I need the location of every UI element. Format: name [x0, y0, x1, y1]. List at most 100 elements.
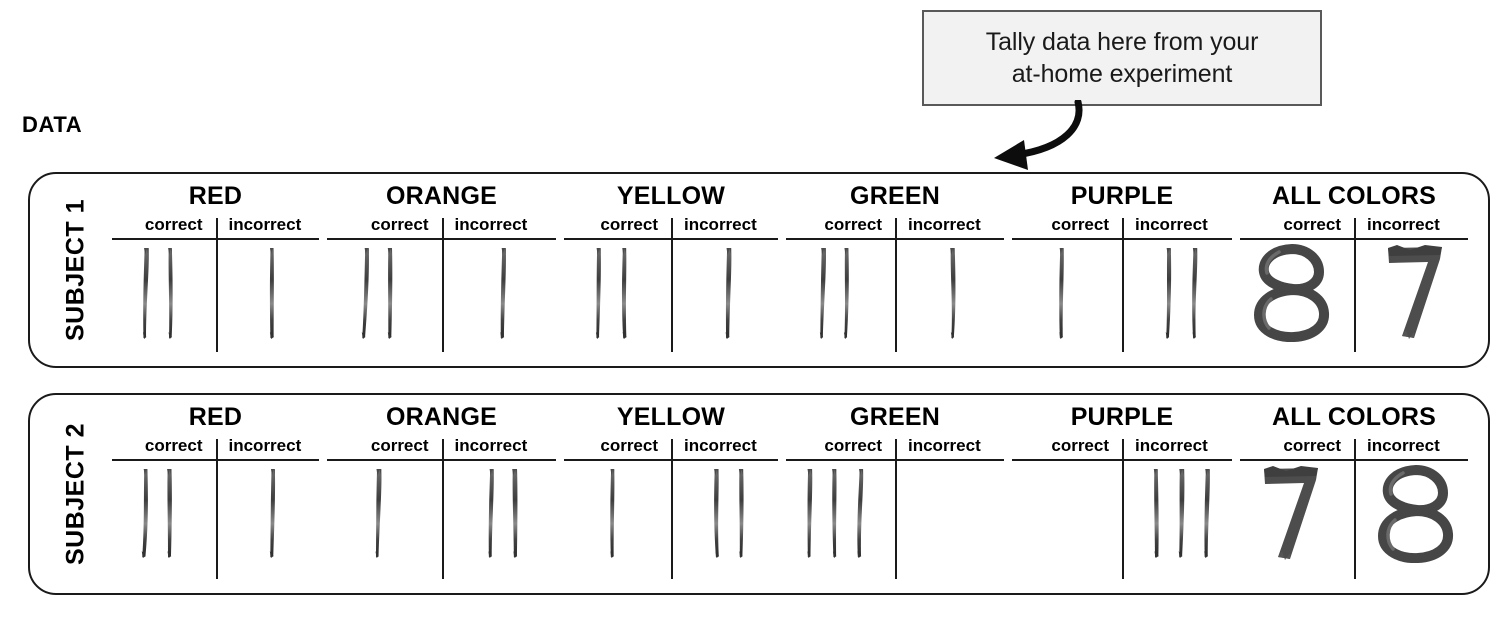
column-sublabels: correct incorrect [329, 436, 554, 456]
tally-group-incorrect[interactable] [895, 463, 1004, 587]
tally-mark [950, 248, 956, 339]
tally-mark [1153, 468, 1159, 559]
sublabel-correct: correct [1283, 215, 1341, 234]
tally-group-correct[interactable] [1240, 463, 1354, 587]
column-divider [1122, 218, 1124, 352]
tally-area[interactable] [327, 242, 556, 360]
tally-group-correct[interactable] [1012, 242, 1122, 360]
tally-group-incorrect[interactable] [442, 242, 557, 360]
column-divider [1354, 439, 1356, 579]
tally-mark [713, 468, 719, 559]
tally-mark [1203, 468, 1210, 559]
tally-mark [141, 468, 148, 559]
tally-group-correct[interactable] [1012, 463, 1122, 587]
column-title: GREEN [850, 182, 940, 210]
sublabel-correct: correct [144, 436, 203, 455]
subject-label: SUBJECT 1 [61, 198, 90, 342]
tally-mark [1192, 248, 1198, 339]
tally-group-incorrect[interactable] [216, 463, 320, 587]
tally-area[interactable] [564, 242, 778, 360]
sublabel-correct: correct [370, 436, 429, 455]
tally-group-correct[interactable] [786, 463, 895, 587]
handwritten-digit [1264, 466, 1318, 560]
tally-area[interactable] [1240, 242, 1468, 360]
tally-mark [142, 248, 149, 339]
tally-mark [843, 248, 849, 339]
column-sublabels: correct incorrect [788, 436, 1002, 456]
column-title: ALL COLORS [1271, 403, 1437, 431]
tally-group-correct[interactable] [564, 463, 671, 587]
tally-group-correct[interactable] [786, 242, 895, 360]
sublabel-incorrect: incorrect [1135, 215, 1208, 234]
tally-group-incorrect[interactable] [895, 242, 1004, 360]
column-title: RED [188, 403, 243, 431]
tally-area[interactable] [112, 463, 319, 587]
column-divider [895, 218, 897, 352]
sublabel-incorrect: incorrect [1135, 436, 1208, 455]
tally-group-correct[interactable] [327, 242, 442, 360]
sublabel-correct: correct [370, 215, 429, 234]
tally-mark [166, 468, 172, 559]
tally-group-correct[interactable] [327, 463, 442, 587]
tally-area[interactable] [1012, 242, 1232, 360]
column-title: GREEN [850, 403, 940, 431]
tally-area[interactable] [786, 463, 1004, 587]
column-divider [1122, 439, 1124, 579]
tally-area[interactable] [112, 242, 319, 360]
sublabel-incorrect: incorrect [908, 436, 981, 455]
tally-group-incorrect[interactable] [216, 242, 320, 360]
tally-area[interactable] [1012, 463, 1232, 587]
tally-area[interactable] [786, 242, 1004, 360]
tally-mark [610, 468, 615, 559]
sublabel-correct: correct [1283, 436, 1341, 455]
tally-mark [725, 248, 732, 339]
tally-group-incorrect[interactable] [442, 463, 557, 587]
tally-group-incorrect[interactable] [1122, 463, 1232, 587]
tally-group-correct[interactable] [112, 242, 216, 360]
tally-group-correct[interactable] [564, 242, 671, 360]
tally-group-correct[interactable] [112, 463, 216, 587]
column-title: RED [188, 182, 243, 210]
tally-group-incorrect[interactable] [671, 463, 778, 587]
handwritten-digit [1378, 465, 1453, 563]
color-column-green: GREEN correct incorrect [782, 174, 1008, 366]
color-columns: RED correct incorrect [108, 395, 1478, 593]
column-sublabels: correct incorrect [114, 436, 317, 456]
callout-box: Tally data here from your at-home experi… [922, 10, 1322, 106]
tally-mark [269, 468, 275, 559]
tally-group-correct[interactable] [1240, 242, 1354, 360]
sublabel-incorrect: incorrect [454, 436, 528, 455]
sublabel-incorrect: incorrect [228, 215, 302, 234]
tally-mark [1165, 248, 1172, 339]
tally-area[interactable] [1240, 463, 1468, 587]
sublabel-incorrect: incorrect [228, 436, 302, 455]
column-divider [1354, 218, 1356, 352]
handwritten-digit [1388, 245, 1442, 339]
tally-group-incorrect[interactable] [1354, 463, 1468, 587]
tally-group-incorrect[interactable] [1122, 242, 1232, 360]
tally-mark [738, 468, 744, 559]
tally-group-incorrect[interactable] [1354, 242, 1468, 360]
tally-group-incorrect[interactable] [671, 242, 778, 360]
page-title: DATA [22, 112, 83, 137]
tally-area[interactable] [327, 463, 556, 587]
tally-area[interactable] [564, 463, 778, 587]
tally-mark [857, 468, 864, 559]
sublabel-incorrect: incorrect [908, 215, 981, 234]
tally-mark [807, 468, 813, 559]
sublabel-correct: correct [824, 436, 882, 455]
sublabel-correct: correct [824, 215, 882, 234]
sublabel-correct: correct [144, 215, 203, 234]
